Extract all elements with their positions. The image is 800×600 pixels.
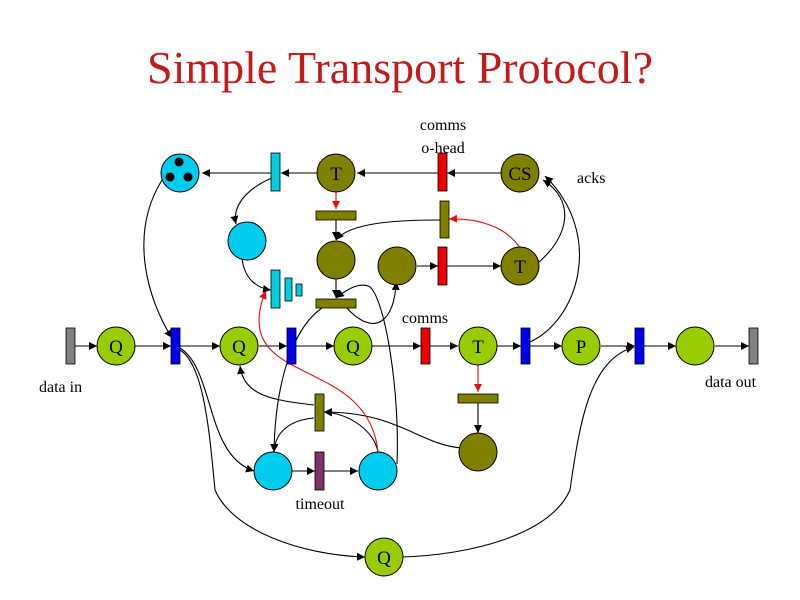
timeout-purple-transition	[314, 451, 325, 491]
label-q-bottom: Q	[377, 548, 391, 569]
arc-t-ack-to-olive-vbar	[448, 214, 521, 249]
blue-transition-1	[170, 327, 181, 365]
place-q-mid-1	[219, 326, 259, 366]
arc-tokens-to-blue1	[143, 179, 173, 339]
label-q-input: Q	[109, 337, 123, 358]
label-data-in: data in	[39, 379, 82, 396]
annotations: comms o-head acks comms data in data out…	[39, 117, 757, 513]
olive-transition-vertical-top	[439, 200, 450, 239]
arc-cyan-right-to-olive-vtrans	[323, 408, 379, 453]
slide-title: Simple Transport Protocol?	[147, 42, 653, 93]
label-q-mid-2: Q	[346, 337, 360, 358]
cyan-bar-medium	[284, 277, 293, 302]
place-cyan-middle	[227, 221, 267, 261]
place-token-holder	[160, 153, 200, 193]
place-cyan-bottom-right	[358, 451, 398, 491]
label-q-mid-1: Q	[232, 337, 246, 358]
node-labels: Q Q Q T P T CS T Q	[109, 164, 586, 569]
places	[96, 153, 715, 577]
comms-ohead-red-transition	[437, 152, 448, 192]
arc-cyan-place-to-cyan-bars	[241, 257, 272, 293]
place-t-top	[316, 153, 356, 193]
arc-olive-trans2-to-cyan-bottom	[270, 307, 323, 453]
cyan-bar-small	[295, 283, 303, 297]
cyan-transition-top	[270, 152, 281, 192]
blue-transition-2	[286, 327, 297, 365]
olive-transition-horizontal-3	[457, 393, 499, 404]
place-q-mid-2	[333, 326, 373, 366]
comms-red-transition	[420, 327, 431, 365]
label-acks: acks	[577, 170, 605, 187]
place-cyan-bottom-left	[253, 451, 293, 491]
arc-blue1-to-q-bottom	[179, 349, 366, 561]
label-comms: comms	[402, 310, 448, 327]
blue-transition-4	[634, 327, 645, 365]
arc-q-bottom-to-blue4	[401, 345, 635, 558]
place-olive-bottom	[458, 432, 498, 472]
place-p-main	[561, 326, 601, 366]
place-t-main	[458, 326, 498, 366]
arc-olive-vbar-to-olive-place	[335, 219, 441, 241]
olive-transition-horizontal-2	[315, 298, 357, 309]
data-out-transition	[748, 327, 759, 365]
arc-blue3-to-cs	[529, 175, 580, 343]
transitions	[65, 152, 759, 491]
label-timeout: timeout	[296, 496, 345, 513]
ack-red-transition	[437, 246, 448, 286]
arc-olive-vtrans-to-cyan-left	[270, 417, 315, 453]
blue-transition-3	[520, 327, 531, 365]
arc-blue1-to-cyan-left	[179, 347, 255, 473]
token-1	[174, 157, 184, 167]
place-q-bottom	[364, 537, 404, 577]
label-comms-ohead-line2: o-head	[421, 140, 465, 157]
label-t-main: T	[472, 337, 484, 358]
arcs	[75, 169, 749, 561]
label-data-out: data out	[705, 374, 757, 391]
arc-olive-place3-to-olive-vtrans	[323, 408, 463, 449]
place-output	[675, 326, 715, 366]
place-cs	[500, 153, 540, 193]
label-cs: CS	[508, 164, 531, 185]
label-comms-ohead-line1: comms	[420, 117, 466, 134]
olive-transition-horizontal-1	[315, 210, 357, 221]
token-3	[183, 172, 193, 182]
place-olive-middle	[316, 240, 356, 280]
arc-olive-trans2-to-place2	[344, 281, 400, 324]
arc-cyan-place-bottom-to-olive-trans2	[335, 284, 398, 465]
cyan-bar-large	[270, 269, 281, 309]
olive-transition-vertical-bottom	[314, 393, 325, 432]
arc-olive-vtrans-to-q2	[237, 365, 315, 406]
label-p-main: P	[576, 337, 587, 358]
label-t-top: T	[330, 164, 342, 185]
place-q-input	[96, 326, 136, 366]
token-2	[165, 172, 175, 182]
arc-cyan-right-to-cyan-bars	[258, 290, 379, 453]
data-in-transition	[65, 327, 76, 365]
place-t-ack	[500, 246, 540, 286]
arc-cyan-trans-to-cyan-place	[230, 177, 273, 225]
label-t-ack: T	[514, 257, 526, 278]
arc-t-ack-to-cs	[538, 179, 566, 263]
place-olive-ack-source	[377, 246, 417, 286]
